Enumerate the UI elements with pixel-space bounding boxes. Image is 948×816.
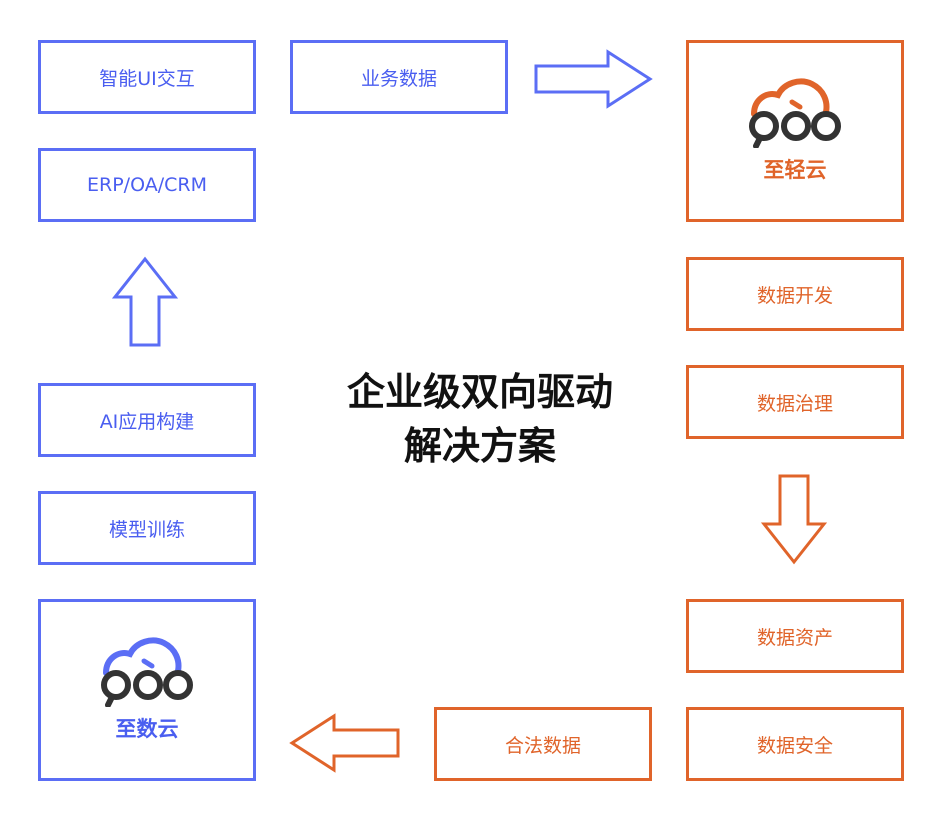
ai-app-build-label: AI应用构建 bbox=[99, 410, 195, 433]
business-data-label: 业务数据 bbox=[360, 67, 437, 90]
arrow-left-icon bbox=[289, 713, 400, 773]
data-assets-box: 数据资产 bbox=[686, 599, 904, 673]
model-training-box: 模型训练 bbox=[38, 491, 256, 565]
model-training-label: 模型训练 bbox=[108, 518, 185, 541]
zhiqingyun-label: 至轻云 bbox=[763, 158, 827, 182]
zhishuyun-label: 至数云 bbox=[115, 717, 179, 741]
legal-data-label: 合法数据 bbox=[504, 734, 581, 757]
zhiqingyun-box: 至轻云 bbox=[686, 40, 904, 222]
data-security-label: 数据安全 bbox=[756, 734, 833, 757]
center-title-line1: 企业级双向驱动 bbox=[346, 370, 613, 414]
data-governance-label: 数据治理 bbox=[756, 392, 833, 415]
ui-interaction-label: 智能UI交互 bbox=[99, 67, 195, 90]
arrow-up-icon bbox=[111, 256, 179, 347]
center-title: 企业级双向驱动 解决方案 bbox=[300, 365, 660, 473]
data-dev-box: 数据开发 bbox=[686, 257, 904, 331]
data-assets-label: 数据资产 bbox=[756, 626, 833, 649]
arrow-right-icon bbox=[534, 49, 653, 109]
ai-app-build-box: AI应用构建 bbox=[38, 383, 256, 457]
erp-oa-crm-label: ERP/OA/CRM bbox=[87, 174, 207, 196]
ui-interaction-box: 智能UI交互 bbox=[38, 40, 256, 114]
zhishuyun-box: 至数云 bbox=[38, 599, 256, 781]
arrow-down-icon bbox=[760, 474, 828, 565]
legal-data-box: 合法数据 bbox=[434, 707, 652, 781]
data-dev-label: 数据开发 bbox=[756, 284, 833, 307]
business-data-box: 业务数据 bbox=[290, 40, 508, 114]
data-governance-box: 数据治理 bbox=[686, 365, 904, 439]
center-title-line2: 解决方案 bbox=[403, 424, 556, 468]
data-security-box: 数据安全 bbox=[686, 707, 904, 781]
cloud-logo-icon bbox=[101, 637, 193, 707]
erp-oa-crm-box: ERP/OA/CRM bbox=[38, 148, 256, 222]
cloud-logo-icon bbox=[749, 78, 841, 148]
